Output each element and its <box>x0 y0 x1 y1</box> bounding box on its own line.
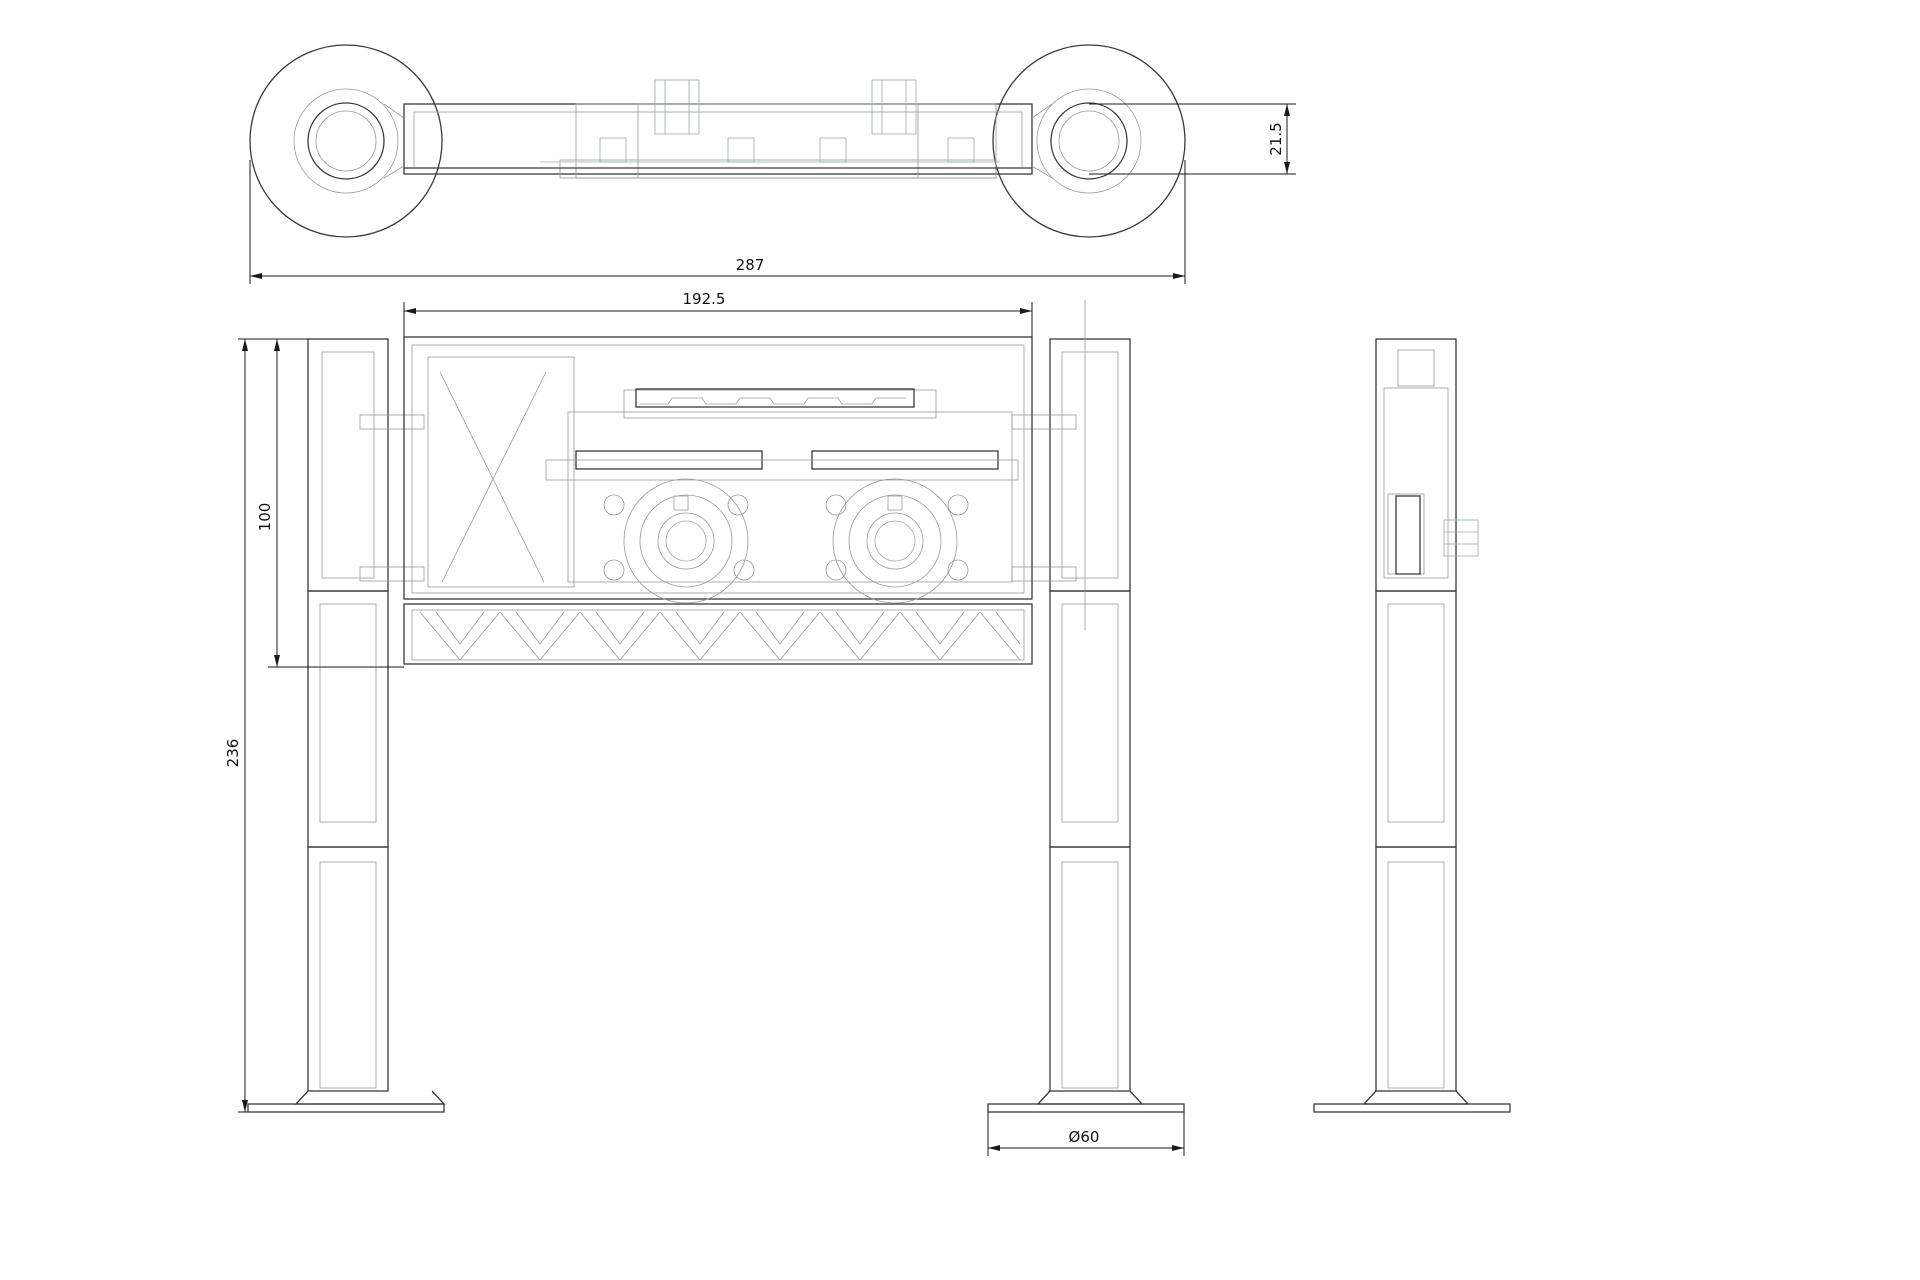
overall-width-label: 287 <box>736 256 765 274</box>
frame-width-label: 192.5 <box>683 290 726 308</box>
dimension-overall-width: 287 <box>249 160 1186 284</box>
dimension-frame-width: 192.5 <box>403 290 1033 337</box>
dimension-top-thickness: 21.5 <box>1089 103 1296 175</box>
dimension-total-height: 236 <box>224 338 308 1113</box>
base-diameter-label: Ø60 <box>1069 1128 1100 1146</box>
dimension-frame-height: 100 <box>256 338 404 668</box>
frame-height-label: 100 <box>256 503 274 532</box>
total-height-label: 236 <box>224 739 242 768</box>
side-view <box>1313 338 1511 1113</box>
top-view <box>249 44 1186 238</box>
front-view <box>247 300 1185 1113</box>
dimension-base-diameter: Ø60 <box>987 1112 1185 1156</box>
top-thickness-label: 21.5 <box>1267 122 1285 155</box>
